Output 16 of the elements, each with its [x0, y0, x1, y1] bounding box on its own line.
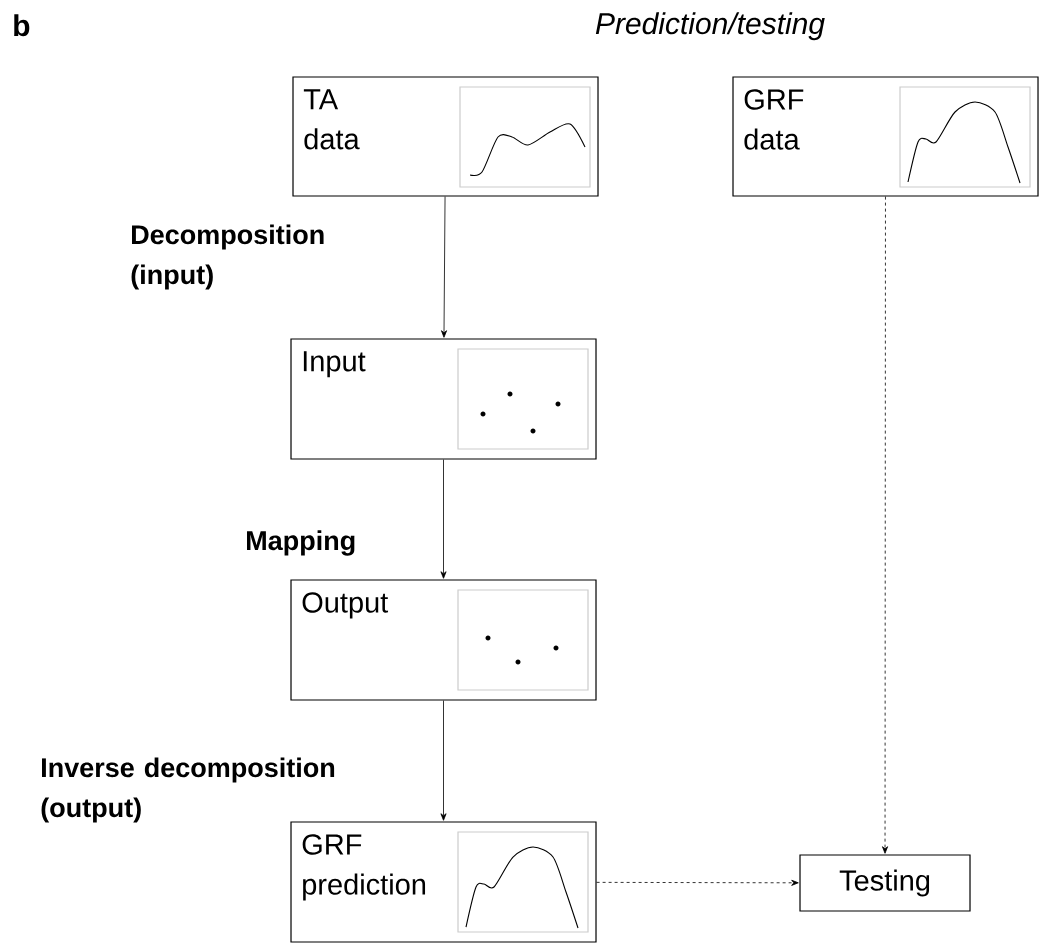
arrow [441, 196, 447, 338]
process-box: GRF prediction [290, 821, 597, 943]
panel-letter: b [14, 14, 30, 37]
edge-label: Inverse decomposition (output) [41, 757, 335, 823]
process-box: GRF data [732, 76, 1039, 197]
process-box: Output [290, 579, 597, 701]
process-box: Input [290, 338, 597, 460]
title: Prediction/testing [595, 12, 825, 41]
arrow [596, 879, 799, 886]
arrow [882, 196, 889, 854]
edge-label: Mapping [247, 530, 355, 556]
process-box: Testing [799, 854, 971, 912]
arrow [440, 459, 447, 579]
process-box: TA data [292, 76, 599, 197]
edge-label: Decomposition (input) [131, 224, 324, 290]
arrow [440, 700, 447, 821]
